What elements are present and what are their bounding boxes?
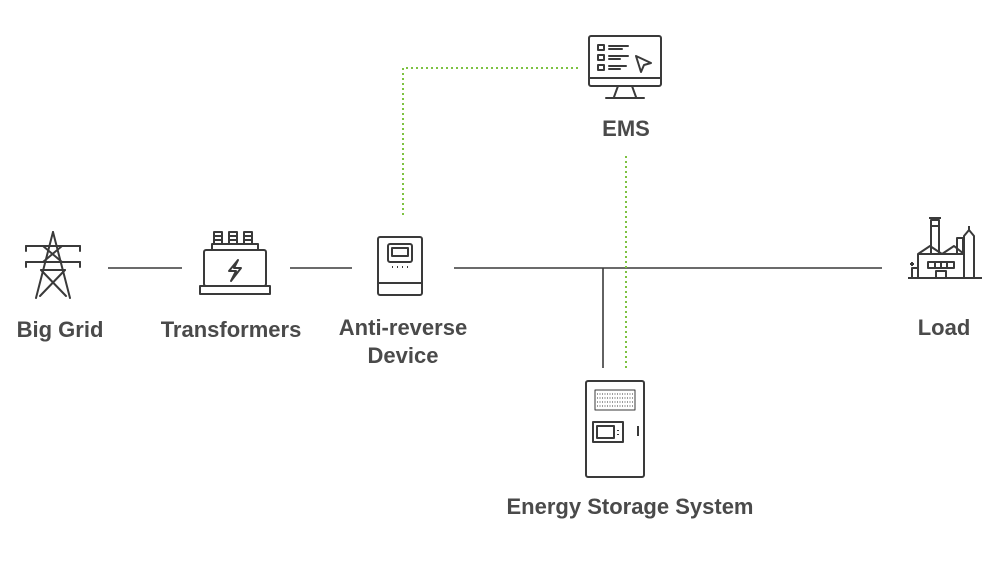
transformers-label: Transformers (160, 317, 302, 342)
transformer-icon (199, 231, 271, 295)
energy-storage-system-label: Energy Storage System (506, 494, 754, 519)
ems-label: EMS (602, 116, 650, 141)
load-label: Load (917, 315, 971, 340)
factory-icon (908, 217, 982, 279)
battery-cabinet-icon (585, 380, 645, 478)
communication-lines (402, 67, 627, 368)
big-grid-label: Big Grid (16, 317, 104, 342)
power-lines (108, 267, 882, 368)
transmission-tower-icon (25, 231, 81, 299)
meter-icon (377, 236, 423, 296)
comm-line-device-ems (402, 67, 578, 215)
monitor-icon (588, 35, 662, 99)
anti-reverse-label-line2: Device (367, 343, 439, 368)
anti-reverse-device-label: Anti-reverse Device (318, 314, 488, 370)
anti-reverse-label-line1: Anti-reverse (338, 315, 468, 340)
